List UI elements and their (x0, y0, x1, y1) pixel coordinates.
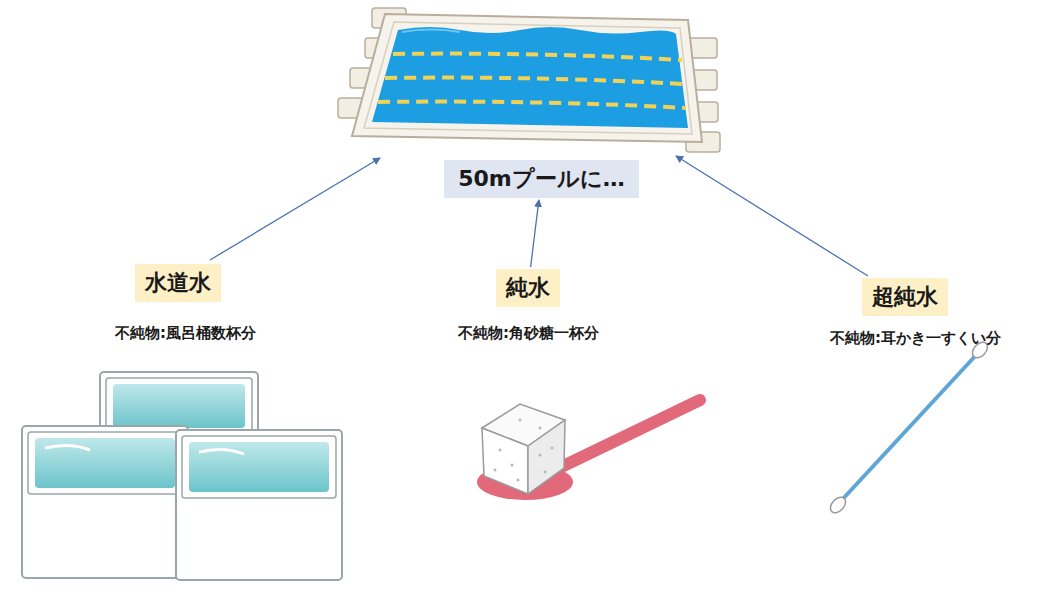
leader-arrow (210, 156, 868, 276)
category-label: 純水 (496, 269, 560, 307)
impurity-note: 不純物:角砂糖一杯分 (458, 324, 599, 343)
node-text: 純水 (506, 273, 550, 303)
location-label-box: 50mプールに… (444, 160, 639, 198)
category-label: 水道水 (135, 264, 221, 302)
sugar-spoon-illustration (477, 400, 700, 500)
node-text: 50mプールに… (458, 164, 625, 194)
node-text: 超純水 (872, 282, 938, 312)
connector-arrow (531, 200, 539, 267)
node-text: 水道水 (145, 268, 211, 298)
cotton-swab-illustration (827, 339, 990, 515)
impurity-note: 不純物:耳かき一すくい分 (830, 329, 1001, 348)
category-label: 超純水 (862, 278, 948, 316)
bathtub-illustration (22, 372, 342, 580)
impurity-note: 不純物:風呂桶数杯分 (115, 324, 256, 343)
pool-illustration (338, 8, 720, 152)
